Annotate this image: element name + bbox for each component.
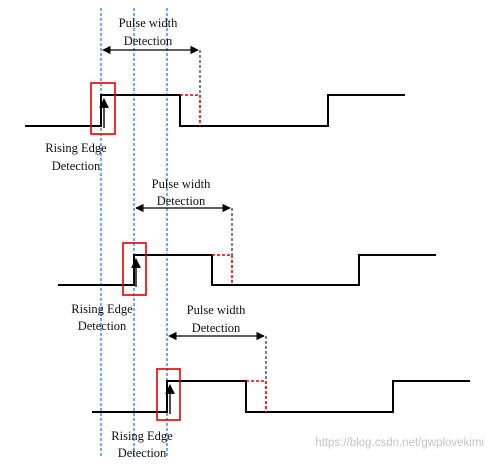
- edge-label-1-line1: Rising Edge: [45, 141, 107, 155]
- waveform-2: [58, 254, 436, 286]
- edge-detect-box-2: [122, 242, 147, 296]
- pulse-label-1-line2: Detection: [124, 34, 173, 48]
- panel-1: Pulse width Detection Rising Edge Detect…: [25, 16, 405, 173]
- pulse-label-2-line2: Detection: [157, 194, 206, 208]
- edge-detect-box-1: [90, 82, 116, 135]
- pulse-label-2-line1: Pulse width: [152, 177, 211, 191]
- pulse-label-1-line1: Pulse width: [119, 16, 178, 30]
- edge-label-1-line2: Detection: [52, 159, 101, 173]
- edge-label-2-line2: Detection: [78, 319, 127, 333]
- watermark: https://blog.csdn.net/gwplovekimi: [315, 437, 484, 449]
- pulse-extension-2: [212, 254, 233, 285]
- waveform-3: [92, 380, 470, 413]
- panel-3: Pulse width Detection Rising Edge Detect…: [92, 303, 470, 460]
- edge-detect-box-3: [156, 368, 181, 421]
- edge-label-3-line1: Rising Edge: [111, 429, 173, 443]
- pulse-extension-1: [180, 94, 201, 126]
- pulse-label-3-line1: Pulse width: [187, 303, 246, 317]
- waveform-1: [25, 94, 405, 127]
- edge-label-2-line1: Rising Edge: [71, 302, 133, 316]
- pulse-label-3-line2: Detection: [192, 321, 241, 335]
- pulse-extension-3: [246, 380, 267, 412]
- panel-2: Pulse width Detection Rising Edge Detect…: [58, 177, 436, 333]
- edge-label-3-line2: Detection: [118, 446, 167, 460]
